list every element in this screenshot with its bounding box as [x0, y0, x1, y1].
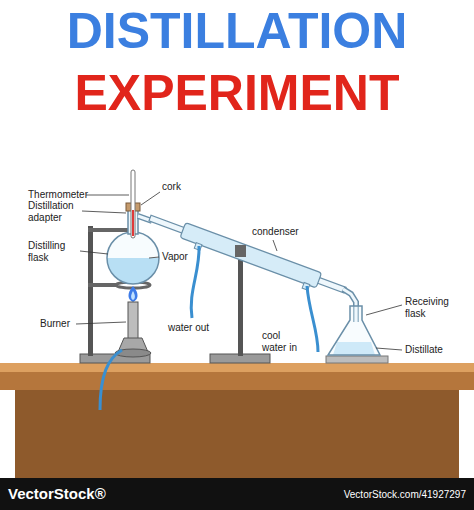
- leader-lines: [76, 192, 402, 350]
- burner-tube: [128, 302, 138, 340]
- flame: [128, 286, 137, 302]
- part-label: Burner: [40, 318, 80, 330]
- part-label: Receiving flask: [405, 296, 460, 319]
- leader-line: [273, 240, 277, 251]
- leader-line: [76, 322, 126, 324]
- stand-rod: [238, 246, 243, 356]
- leader-line: [149, 257, 159, 258]
- table-top: [0, 363, 474, 372]
- leader-line: [80, 251, 108, 254]
- watermark: VectorStock®: [8, 485, 158, 502]
- clamp: [235, 245, 246, 257]
- distilling-flask: [107, 232, 159, 284]
- part-label: water out: [168, 322, 223, 334]
- part-label: Vapor: [162, 251, 196, 263]
- water-jacket: [180, 223, 322, 288]
- condenser: [145, 210, 347, 302]
- leader-line: [141, 192, 160, 205]
- part-label: cork: [162, 181, 202, 193]
- part-label: condenser: [252, 226, 312, 238]
- part-label: Distillation adapter: [28, 200, 90, 223]
- table-edge: [0, 372, 474, 390]
- stand-rod: [88, 226, 93, 356]
- water-in-hose: [307, 286, 318, 352]
- leader-line: [86, 195, 129, 196]
- gas-hose: [100, 350, 122, 410]
- table-body: [15, 388, 459, 478]
- flame-core: [131, 291, 135, 300]
- title: DISTILLATION: [0, 4, 474, 59]
- clamp: [88, 228, 130, 232]
- part-label: Distilling flask: [28, 240, 83, 263]
- flask-plate: [326, 356, 388, 363]
- leader-line: [376, 348, 402, 350]
- inner-tube: [149, 215, 346, 293]
- water-out-hose: [191, 246, 199, 318]
- ring-clamp: [88, 283, 118, 287]
- part-label: cool water in: [262, 330, 307, 353]
- part-label: Thermometer: [28, 189, 88, 201]
- leader-line: [82, 211, 126, 213]
- part-label: Distillate: [405, 344, 465, 356]
- leader-line: [366, 305, 402, 315]
- watermark-bar: [0, 478, 474, 510]
- thermometer: [131, 170, 135, 238]
- thermometer-mercury: [132, 210, 134, 236]
- title-second-line: EXPERIMENT: [0, 66, 474, 121]
- watermark: VectorStock.com/41927297: [274, 489, 466, 501]
